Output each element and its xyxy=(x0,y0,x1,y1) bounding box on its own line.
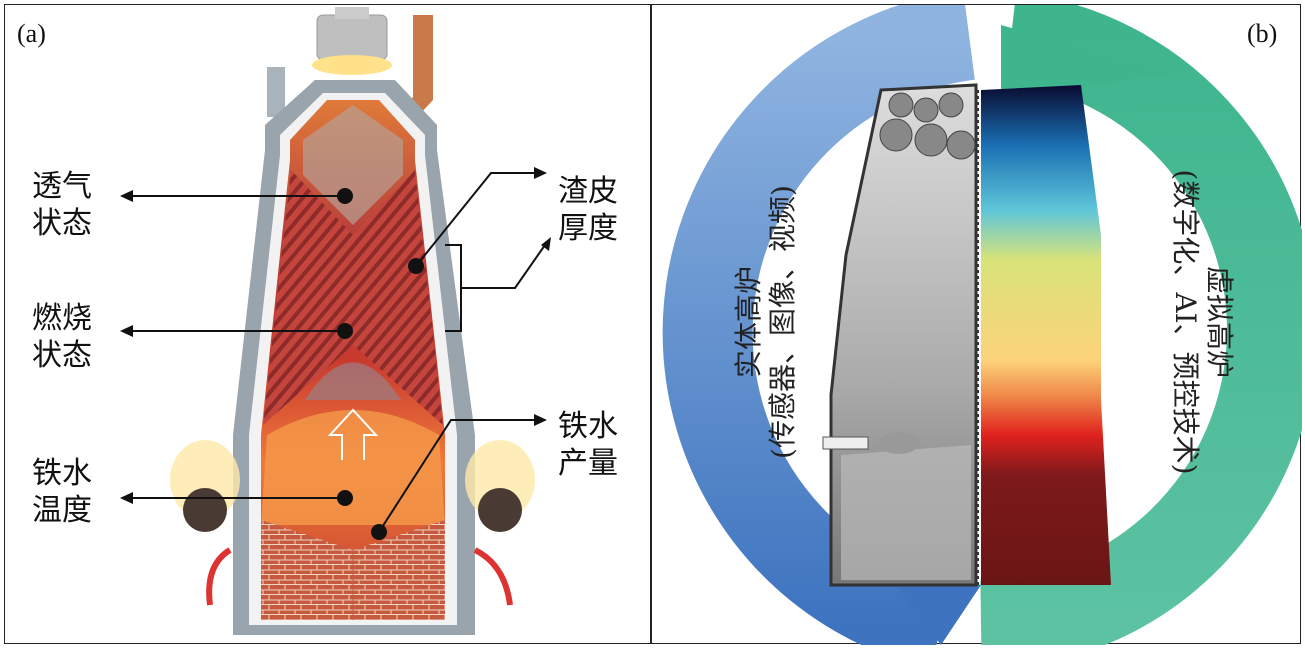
panel-a: (a) 透气状态 燃烧状态 铁水温度 渣皮厚度 铁水产量 xyxy=(4,4,652,644)
panel-a-tag: (a) xyxy=(17,19,46,48)
label-slag-thickness: 渣皮厚度 xyxy=(558,174,618,246)
dot-permeability xyxy=(337,188,353,204)
label-hot-metal-temperature: 铁水温度 xyxy=(32,456,92,528)
label-hot-metal-output: 铁水产量 xyxy=(558,409,618,481)
physical-furnace-label: 实体高炉(传感器、图像、视频) xyxy=(732,185,799,459)
blast-furnace-illustration xyxy=(120,7,551,635)
virtual-cycle-arrow xyxy=(980,5,1302,645)
panel-b-tag: (b) xyxy=(1247,19,1278,48)
label-combustion: 燃烧状态 xyxy=(32,301,92,373)
digital-twin-illustration xyxy=(662,5,1302,645)
panel-b: (b) 实体高炉(传感器、图像、视频) 虚拟高炉(数字化、AI、预控技术) xyxy=(650,4,1302,645)
physical-cycle-arrow xyxy=(662,5,976,645)
label-permeability: 透气状态 xyxy=(32,169,92,241)
virtual-furnace-label: 虚拟高炉(数字化、AI、预控技术) xyxy=(1169,169,1236,475)
